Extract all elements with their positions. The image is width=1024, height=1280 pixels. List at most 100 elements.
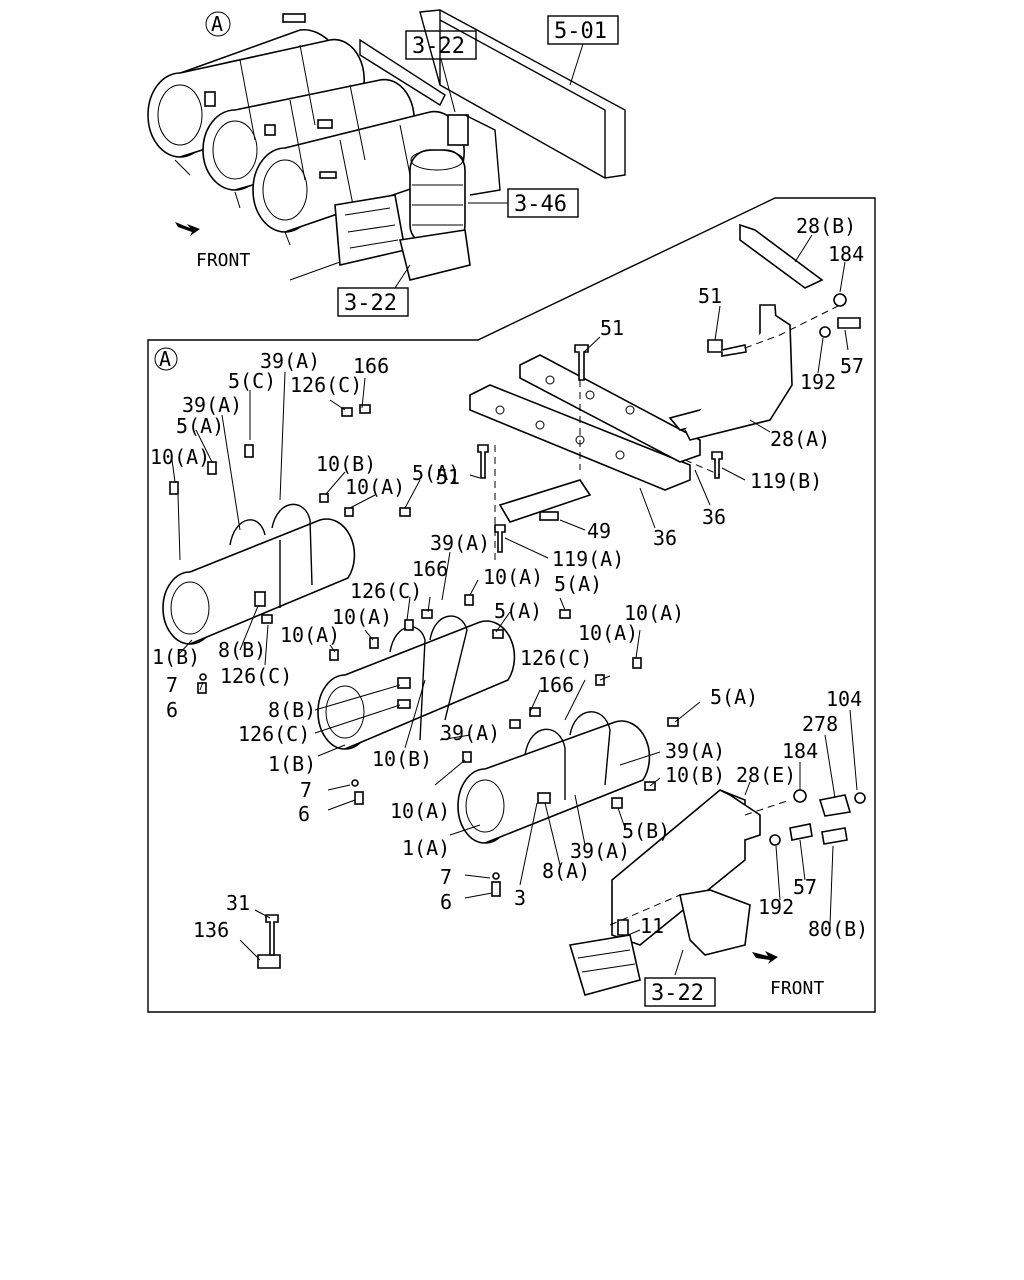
tank-1a [457, 711, 651, 844]
callout: 36 [702, 505, 726, 529]
callout: 1(B) [152, 645, 200, 669]
callout-labels: 28(B) 184 51 57 192 28(A) 51 119(B) 36 3… [150, 214, 868, 942]
callout: 6 [440, 890, 452, 914]
callout: 1(A) [402, 836, 450, 860]
svg-text:3-46: 3-46 [514, 192, 567, 217]
callout: 39(A) [665, 739, 725, 763]
front-arrow-overview: FRONT [175, 222, 250, 271]
callout: 28(A) [770, 427, 830, 451]
callout: 10(A) [150, 445, 210, 469]
detail-marker: A [159, 347, 171, 371]
callout: 126(C) [238, 722, 310, 746]
front-arrow-detail: FRONT [752, 951, 824, 999]
callout: 10(B) [665, 763, 725, 787]
callout: 166 [353, 354, 389, 378]
overview-marker-circle [205, 11, 231, 37]
svg-text:3-22: 3-22 [412, 34, 465, 59]
callout: 1(B) [268, 752, 316, 776]
crossmember-assembly [469, 344, 723, 560]
callout: 80(B) [808, 917, 868, 941]
callout: 57 [840, 354, 864, 378]
bracket-136 [257, 914, 281, 969]
detail-frame [147, 197, 876, 1013]
callout: 10(B) [316, 452, 376, 476]
callout: 10(A) [332, 605, 392, 629]
ref-box-3-22-detail[interactable]: 3-22 [644, 977, 716, 1007]
small-fittings [169, 404, 679, 897]
callout: 36 [653, 526, 677, 550]
callout: 184 [782, 739, 818, 763]
callout: 278 [802, 712, 838, 736]
overview-marker: A [211, 12, 223, 36]
callout: 39(A) [260, 349, 320, 373]
callout: 104 [826, 687, 862, 711]
callout: 192 [758, 895, 794, 919]
callout: 31 [226, 891, 250, 915]
leader-lines [171, 234, 858, 976]
svg-text:3-22: 3-22 [344, 291, 397, 316]
callout: 10(A) [280, 623, 340, 647]
callout: 5(A) [176, 414, 224, 438]
callout: 6 [298, 802, 310, 826]
callout: 126(C) [290, 373, 362, 397]
callout: 5(A) [710, 685, 758, 709]
callout: 126(C) [350, 579, 422, 603]
callout: 57 [793, 875, 817, 899]
tank-1b-middle [317, 615, 516, 750]
callout: 136 [193, 918, 229, 942]
callout: 5(C) [228, 369, 276, 393]
callout: 119(A) [552, 547, 624, 571]
callout: 11 [640, 914, 664, 938]
callout: 8(A) [542, 859, 590, 883]
detail-marker-circle [154, 347, 178, 371]
callout: 7 [440, 865, 452, 889]
callout: 28(B) [796, 214, 856, 238]
callout: 39(A) [430, 531, 490, 555]
callout: 7 [300, 778, 312, 802]
callout: 10(A) [390, 799, 450, 823]
callout: 51 [436, 465, 460, 489]
callout: 126(C) [520, 646, 592, 670]
callout: 6 [166, 698, 178, 722]
callout: 166 [412, 557, 448, 581]
callout: 5(A) [494, 599, 542, 623]
ref-box-5-01[interactable]: 5-01 [547, 15, 619, 86]
callout: 10(A) [624, 601, 684, 625]
ref-box-3-22-bottom[interactable]: 3-22 [337, 264, 411, 317]
callout: 28(E) [736, 763, 796, 787]
callout: 5(A) [412, 461, 460, 485]
callout: 192 [800, 370, 836, 394]
callout: 51 [600, 316, 624, 340]
callout: 10(A) [578, 621, 638, 645]
callout: 39(A) [440, 721, 500, 745]
svg-text:3-22: 3-22 [651, 981, 704, 1006]
bracket-28e-and-valve [568, 789, 866, 996]
bracket-28 [668, 223, 861, 441]
overview-illustration [147, 9, 626, 281]
svg-text:FRONT: FRONT [196, 250, 250, 271]
callout: 8(B) [218, 638, 266, 662]
callout: 5(A) [554, 572, 602, 596]
ref-box-3-46[interactable]: 3-46 [468, 188, 579, 218]
svg-text:5-01: 5-01 [554, 19, 607, 44]
callout: 39(A) [570, 839, 630, 863]
callout: 119(B) [750, 469, 822, 493]
ref-box-3-22-top[interactable]: 3-22 [405, 30, 477, 113]
callout: 7 [166, 673, 178, 697]
callout: 3 [514, 886, 526, 910]
callout: 10(A) [345, 475, 405, 499]
callout: 184 [828, 242, 864, 266]
callout: 51 [698, 284, 722, 308]
svg-text:FRONT: FRONT [770, 978, 824, 999]
callout: 10(A) [483, 565, 543, 589]
callout: 8(B) [268, 698, 316, 722]
tank-1b [162, 503, 356, 645]
callout: 10(B) [372, 747, 432, 771]
callout: 39(A) [182, 393, 242, 417]
callout: 126(C) [220, 664, 292, 688]
callout: 166 [538, 673, 574, 697]
callout: 5(B) [622, 819, 670, 843]
callout: 49 [587, 519, 611, 543]
